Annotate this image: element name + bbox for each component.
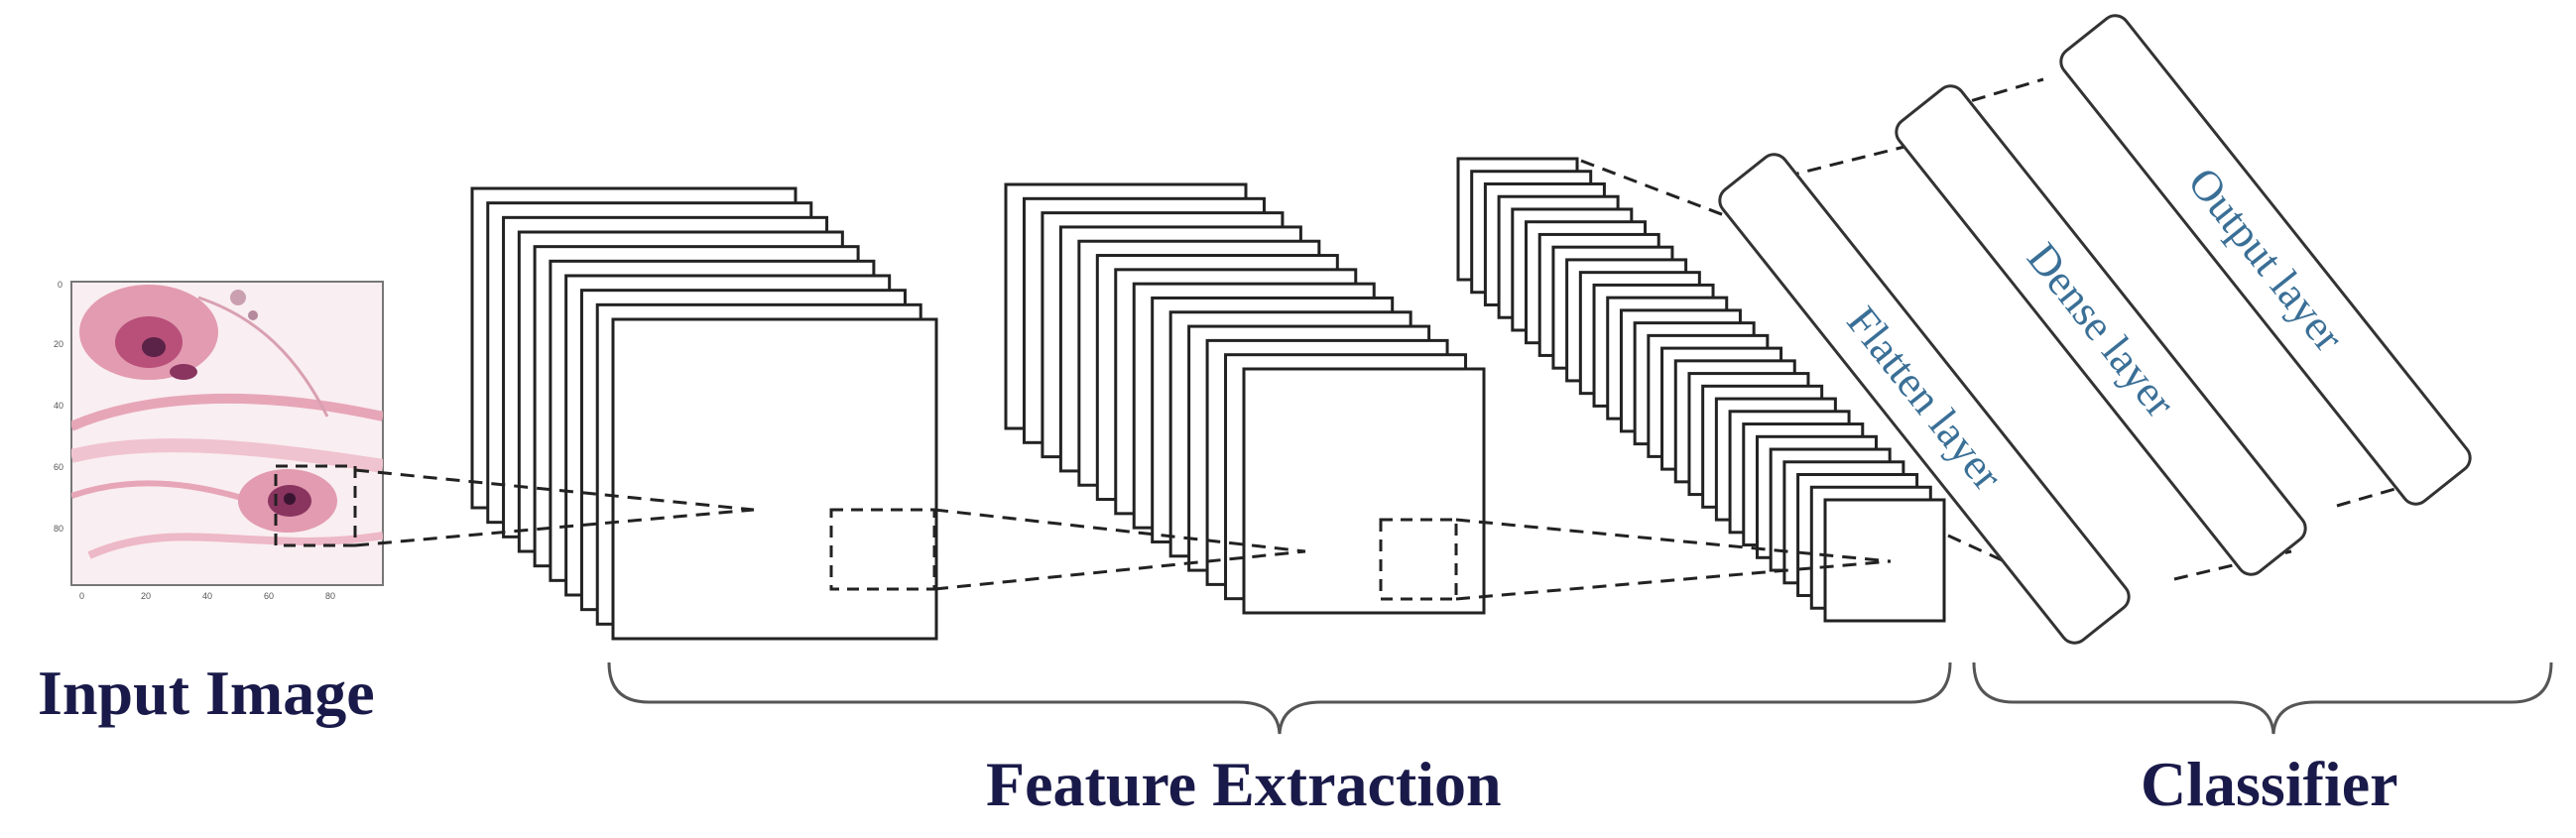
output-layer: Output layer: [2059, 14, 2472, 506]
input-image: 0 20 40 60 80 0 20 40 60 80: [54, 280, 384, 601]
y-tick: 80: [54, 524, 63, 534]
x-tick: 80: [325, 591, 335, 601]
classifier-brace: [1972, 661, 2553, 735]
feature-map-stack-1: [470, 186, 938, 641]
classifier-caption: Classifier: [2141, 749, 2398, 819]
x-tick: 60: [264, 591, 274, 601]
feature-map: [611, 317, 938, 641]
feature-map: [1242, 367, 1486, 615]
feature-map-stack-3: [1456, 157, 1946, 623]
y-tick: 20: [54, 339, 63, 349]
x-tick: 40: [202, 591, 212, 601]
receptive-field-2: [1379, 518, 1458, 601]
input-receptive-field: [274, 464, 357, 547]
output-layer-label: Output layer: [2178, 159, 2353, 361]
feature-map: [1823, 498, 1946, 623]
y-tick: 40: [54, 401, 63, 411]
y-tick: 60: [54, 462, 63, 472]
feature-extraction-caption: Feature Extraction: [986, 749, 1502, 819]
x-tick: 20: [141, 591, 151, 601]
x-tick: 0: [79, 591, 84, 601]
feature-map-stack-2: [1004, 182, 1486, 615]
dense-layer-label: Dense layer: [2018, 234, 2185, 426]
input-image-caption: Input Image: [38, 658, 375, 728]
dense-layer: Dense layer: [1895, 84, 2307, 576]
receptive-field-1: [829, 508, 936, 591]
y-tick: 0: [58, 280, 62, 290]
feature-extraction-brace: [607, 661, 1952, 735]
